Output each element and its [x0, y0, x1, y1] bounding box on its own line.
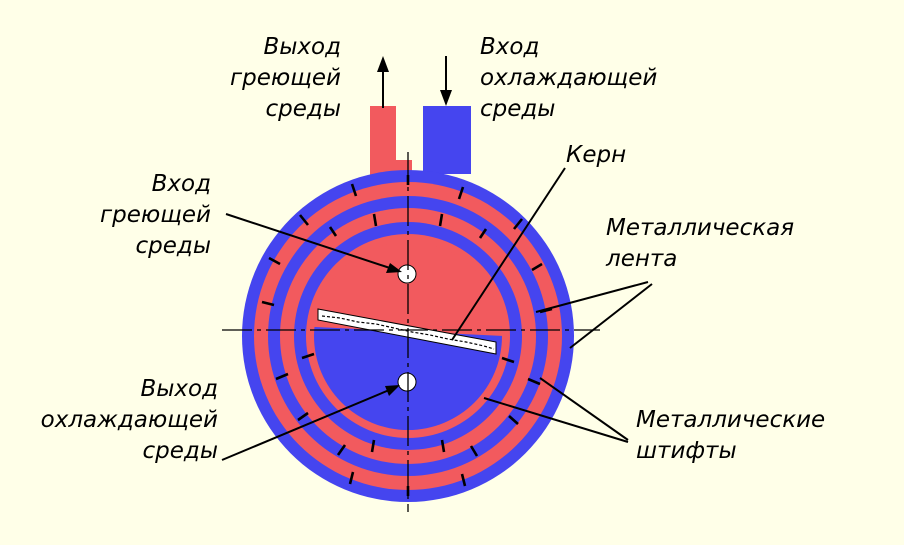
leader-heating-inlet — [225, 213, 402, 273]
arrow-heating-outlet — [377, 56, 389, 108]
label-cooling-outlet: Выход охлаждающей среды — [40, 376, 218, 464]
label-cooling-inlet: Вход охлаждающей среды — [480, 34, 658, 122]
leader-metal-tape-1 — [535, 281, 649, 313]
label-core: Керн — [566, 142, 627, 168]
leader-metal-pins-2 — [483, 397, 629, 443]
leader-metal-pins-1 — [539, 377, 629, 441]
label-heating-outlet: Выход греющей среды — [230, 34, 341, 122]
label-heating-inlet: Вход греющей среды — [100, 171, 211, 259]
leader-cooling-outlet — [221, 385, 400, 461]
label-metal-tape: Металлическая лента — [606, 215, 795, 272]
label-metal-pins: Металлические штифты — [636, 407, 826, 464]
cooling-inlet-pipe — [423, 106, 471, 174]
leader-metal-tape-2 — [569, 283, 653, 349]
heating-inlet-port — [397, 264, 417, 284]
leader-core — [451, 167, 566, 341]
core-separator-texture — [321, 315, 495, 350]
arrow-cooling-inlet — [440, 56, 452, 106]
metal-pins — [261, 175, 553, 496]
cooling-outlet-port — [397, 372, 417, 392]
